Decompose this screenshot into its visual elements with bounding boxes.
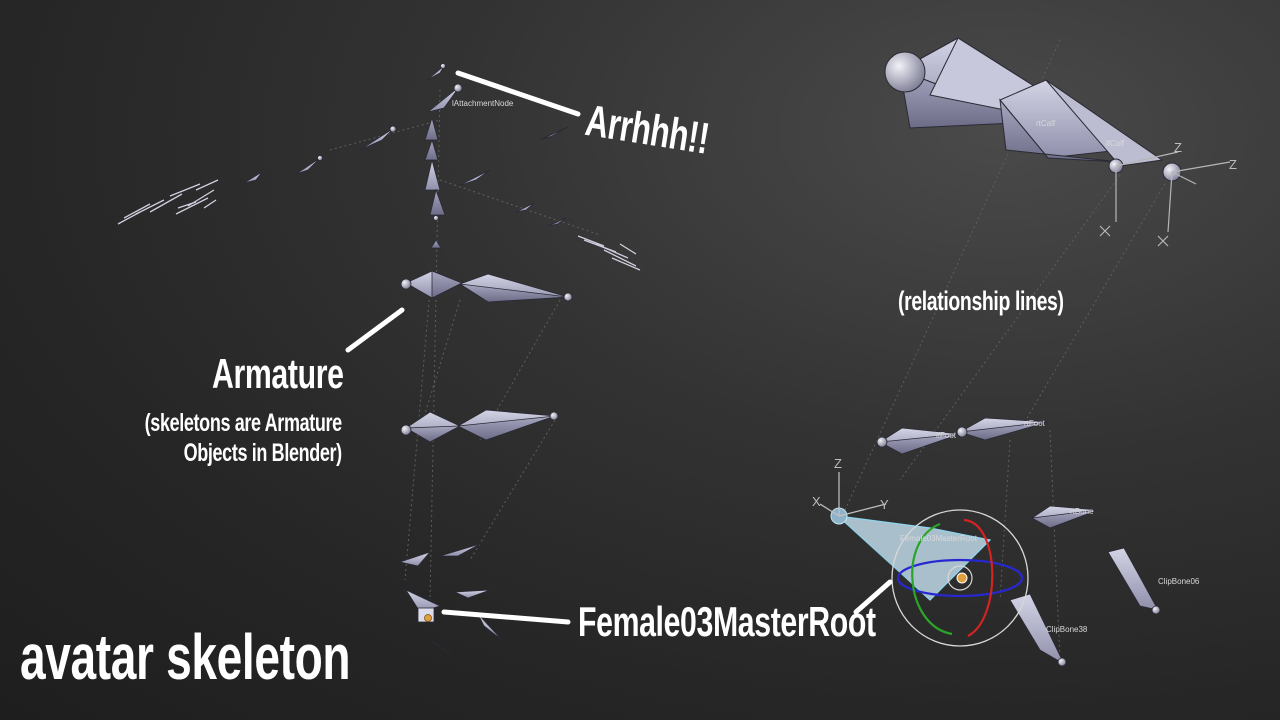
calf-axis-gizmos	[1099, 151, 1231, 247]
bone-label-attachment: lAttachmentNode	[452, 99, 514, 108]
armature-legs[interactable]	[400, 270, 573, 443]
left-hand-fingers[interactable]	[117, 179, 219, 225]
bone-label-lf-calf: lfCalf	[1106, 139, 1125, 148]
axis-label-x-root: X	[812, 494, 821, 509]
axis-label-z: Z	[1229, 157, 1237, 172]
annotation-pointers	[345, 70, 893, 625]
caption-armature-line1: (skeletons are Armature	[144, 409, 343, 437]
slide-title: avatar skeleton	[20, 621, 351, 693]
master-root-selected[interactable]	[830, 507, 992, 601]
bone-label-lf-foot: lfFoot	[936, 431, 957, 440]
bone-label-rt-bone: rtBone	[1070, 507, 1094, 516]
master-root-axes	[819, 472, 887, 517]
axis-label-z-root: Z	[834, 456, 842, 471]
bone-label-rt-calf: rtCalf	[1036, 119, 1056, 128]
caption-relationship-lines: (relationship lines)	[898, 286, 1064, 316]
caption-armature: Armature	[212, 350, 344, 397]
left-root-cluster[interactable]	[391, 543, 503, 656]
bone-label-clip-bone-2: ClipBone38	[1046, 625, 1088, 634]
right-hand-fingers[interactable]	[577, 235, 641, 271]
calf-bones[interactable]	[884, 37, 1182, 182]
bone-label-rt-foot: rtFoot	[1024, 419, 1046, 428]
transform-gizmo[interactable]	[891, 509, 1029, 647]
caption-master-root: Female03MasterRoot	[578, 598, 876, 645]
axis-label-y-root: Y	[880, 497, 889, 512]
axis-labels: Z Z Z X Y	[812, 140, 1237, 512]
skeleton-upper-body[interactable]	[243, 63, 569, 249]
bone-labels: lAttachmentNode rtCalf lfCalf lfFoot rtF…	[452, 99, 1200, 634]
caption-armature-line2: Objects in Blender)	[183, 439, 343, 467]
axis-label-z-2: Z	[1174, 140, 1182, 155]
foot-bones[interactable]	[876, 417, 1161, 667]
bone-label-master-root: Female03MasterRoot	[900, 534, 978, 543]
caption-armature-subtitle: (skeletons are Armature Objects in Blend…	[144, 408, 343, 468]
bone-label-clip-bone: ClipBone06	[1158, 577, 1200, 586]
